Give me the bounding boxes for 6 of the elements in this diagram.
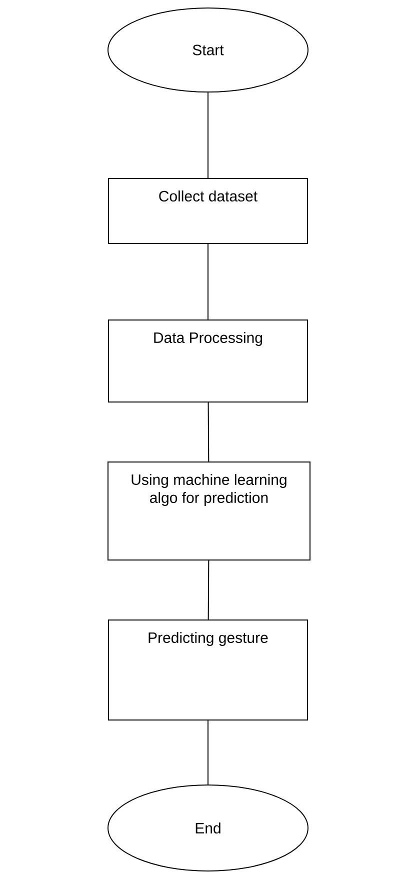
process-box: Data Processing	[108, 320, 308, 402]
connector-line	[208, 560, 210, 620]
process-box: Using machine learning algo for prediction	[108, 462, 310, 560]
process-box: Predicting gesture	[108, 620, 308, 720]
connector-line	[208, 402, 210, 462]
process-box: Collect dataset	[108, 178, 308, 244]
